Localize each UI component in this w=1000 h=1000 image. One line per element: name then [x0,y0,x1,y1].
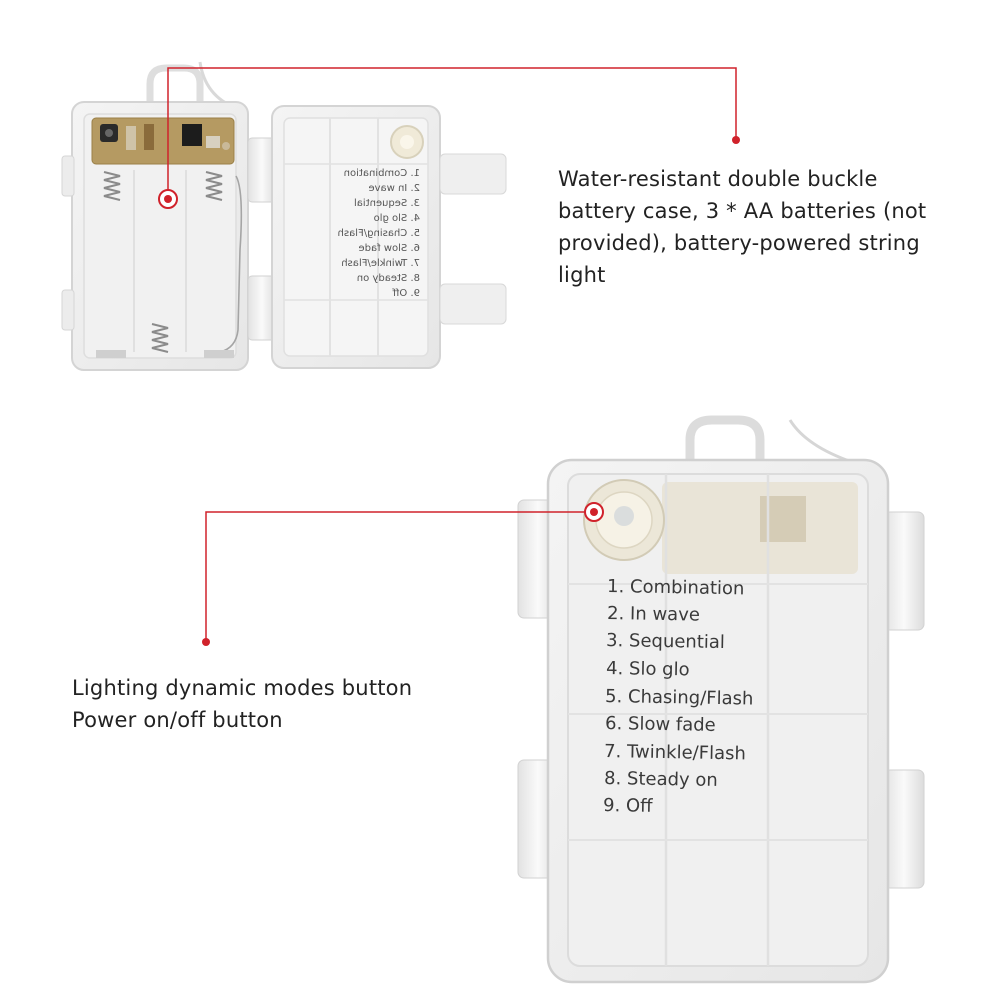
closed-battery-case: 1. Combination 2. In wave 3. Sequential … [517,415,925,984]
caption-line: Power on/off button [72,708,283,732]
open-battery-case: 1. Combination 2. In wave 3. Sequential … [61,61,507,371]
mirrored-mode-line: 1. Combination [344,168,420,179]
power-mode-button [583,479,665,561]
mirrored-mode-line: 8. Steady on [357,273,420,284]
printed-mode-list: 1. Combination 2. In wave 3. Sequential … [603,576,754,817]
mode-line: 5. Chasing/Flash [605,686,754,710]
mode-line: 3. Sequential [606,630,725,653]
mirrored-mode-line: 5. Chasing/Flash [338,228,420,239]
caption-line: battery case, 3 * AA batteries (not [558,199,927,223]
circuit-board [91,117,235,165]
mode-line: 1. Combination [607,576,745,599]
mirrored-mode-line: 4. Slo glo [374,213,420,224]
mirrored-mode-line: 3. Sequential [354,198,420,209]
caption-line: light [558,263,606,287]
mode-line: 7. Twinkle/Flash [604,741,746,764]
mirrored-mode-line: 6. Slow fade [359,243,420,254]
caption-line: Water-resistant double buckle [558,167,878,191]
caption-line: Lighting dynamic modes button [72,676,413,700]
lid-mode-list-mirrored: 1. Combination 2. In wave 3. Sequential … [338,168,420,299]
button-caption: Lighting dynamic modes button Power on/o… [72,672,492,736]
mode-line: 8. Steady on [604,768,718,791]
callout-button [202,502,604,646]
caption-line: provided), battery-powered string [558,231,920,255]
mode-line: 2. In wave [607,603,700,626]
mirrored-mode-line: 9. Off [391,288,420,299]
mirrored-mode-line: 7. Twinkle/Flash [341,258,420,269]
mode-line: 9. Off [603,795,653,817]
callout-battery-case [158,67,740,209]
mirrored-mode-line: 2. In wave [368,183,420,194]
mode-line: 4. Slo glo [606,658,690,680]
battery-springs [103,171,243,353]
mode-line: 6. Slow fade [605,713,716,736]
battery-case-caption: Water-resistant double buckle battery ca… [558,163,978,291]
